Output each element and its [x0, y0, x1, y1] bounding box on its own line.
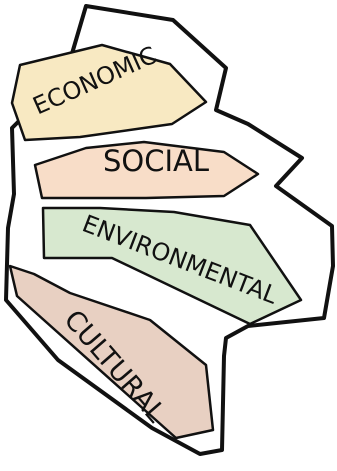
sign-social [33, 140, 260, 200]
sign-cultural [8, 264, 215, 440]
sign-environmental [41, 206, 303, 326]
sign-economic [10, 43, 208, 142]
label-social: SOCIAL [103, 144, 209, 178]
signpost-outline [4, 4, 335, 456]
